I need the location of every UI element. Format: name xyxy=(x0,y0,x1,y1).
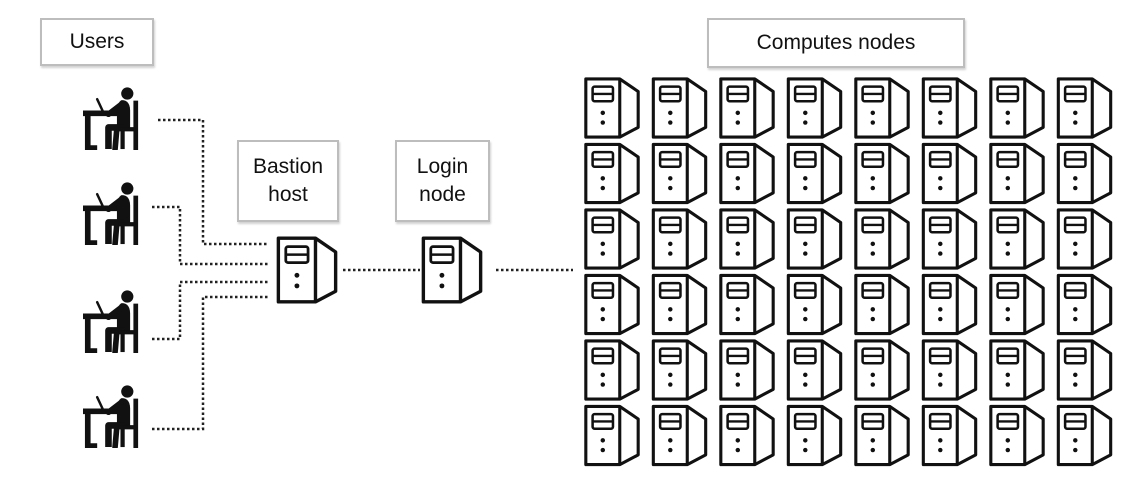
compute-node-icon xyxy=(651,208,708,270)
users-label-text: Users xyxy=(69,30,125,53)
compute-nodes-label: Computes nodes xyxy=(707,18,965,68)
compute-node-icon xyxy=(1056,339,1113,401)
compute-node-icon xyxy=(719,273,775,336)
compute-node-icon xyxy=(989,142,1045,205)
login-server-icon xyxy=(421,236,483,304)
compute-node-icon xyxy=(921,339,978,401)
compute-node-icon xyxy=(651,77,708,139)
compute-node-icon xyxy=(854,77,910,139)
compute-node-icon xyxy=(921,208,978,270)
compute-node-icon xyxy=(1056,142,1113,205)
compute-node-icon xyxy=(786,404,843,467)
compute-node-icon xyxy=(651,273,708,336)
compute-node-icon xyxy=(854,273,910,336)
compute-node-icon xyxy=(921,273,978,336)
bastion-label-line-1: Bastion xyxy=(252,155,324,178)
compute-node-icon xyxy=(786,142,843,205)
compute-node-icon xyxy=(854,142,910,205)
compute-label-text: Computes nodes xyxy=(756,31,916,54)
compute-node-icon xyxy=(921,77,978,139)
compute-node-icon xyxy=(786,273,843,336)
compute-node-grid xyxy=(584,77,1113,467)
compute-node-icon xyxy=(584,404,640,467)
bastion-label-line-2: host xyxy=(268,183,308,206)
compute-node-icon xyxy=(1056,77,1113,139)
compute-node-icon xyxy=(989,208,1045,270)
compute-node-icon xyxy=(719,208,775,270)
compute-node-icon xyxy=(921,404,978,467)
connectors xyxy=(152,118,573,431)
compute-node-icon xyxy=(651,142,708,205)
compute-node-icon xyxy=(989,404,1045,467)
compute-node-icon xyxy=(786,77,843,139)
compute-node-icon xyxy=(584,339,640,401)
bastion-server-icon xyxy=(276,236,338,304)
compute-node-icon xyxy=(719,339,775,401)
connector-user-2-to-bastion xyxy=(152,205,268,266)
login-node-label: Login node xyxy=(395,140,490,222)
compute-node-icon xyxy=(989,77,1045,139)
connector-user-3-to-bastion xyxy=(152,280,268,341)
compute-node-icon xyxy=(921,142,978,205)
compute-node-icon xyxy=(584,142,640,205)
compute-node-icon xyxy=(1056,404,1113,467)
connector-user-4-to-bastion xyxy=(152,295,268,431)
compute-node-icon xyxy=(584,273,640,336)
compute-node-icon xyxy=(989,273,1045,336)
compute-node-icon xyxy=(1056,208,1113,270)
compute-node-icon xyxy=(651,404,708,467)
user-icon xyxy=(85,182,136,244)
user-icon xyxy=(85,290,136,352)
compute-node-icon xyxy=(719,404,775,467)
compute-node-icon xyxy=(854,404,910,467)
compute-node-icon xyxy=(854,208,910,270)
bastion-host-label: Bastion host xyxy=(237,140,339,222)
login-label-line-2: node xyxy=(419,183,466,206)
compute-node-icon xyxy=(854,339,910,401)
compute-node-icon xyxy=(719,77,775,139)
user-icon xyxy=(85,87,136,149)
login-label-line-1: Login xyxy=(416,155,469,178)
compute-node-icon xyxy=(584,77,640,139)
compute-node-icon xyxy=(786,208,843,270)
users-group xyxy=(85,87,136,447)
users-label: Users xyxy=(40,18,154,66)
compute-node-icon xyxy=(584,208,640,270)
connector-user-1-to-bastion xyxy=(158,118,268,246)
compute-node-icon xyxy=(1056,273,1113,336)
user-icon xyxy=(85,385,136,447)
compute-node-icon xyxy=(719,142,775,205)
compute-node-icon xyxy=(651,339,708,401)
compute-node-icon xyxy=(989,339,1045,401)
compute-node-icon xyxy=(786,339,843,401)
